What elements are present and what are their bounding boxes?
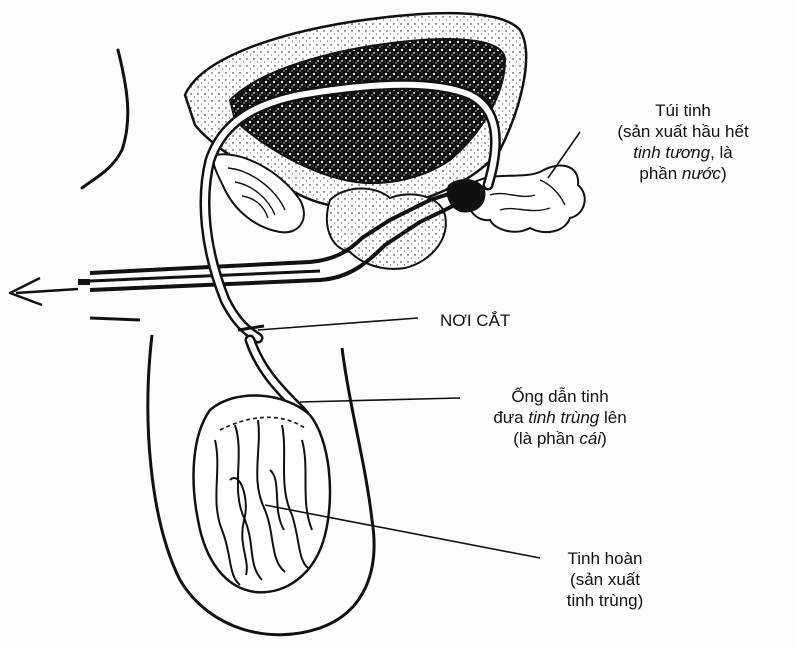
vas-deferens-label: Ống dẫn tinh đưa tinh trùng lên (là phần…: [460, 386, 660, 449]
plasma-term: tinh tương: [633, 143, 710, 162]
water-term: nước: [682, 164, 721, 183]
flow-arrow-shaft: [16, 289, 78, 293]
abdominal-wall-line: [82, 50, 128, 188]
testis-outline: [194, 395, 330, 592]
testis-title: Tinh hoàn: [540, 548, 670, 569]
testis-label: Tinh hoàn (sản xuất tinh trùng): [540, 548, 670, 611]
seminal-vesicle-line3: tinh tương, là: [588, 142, 778, 163]
seminal-vesicle-line2: (sản xuất hầu hết: [588, 121, 778, 142]
seminal-vesicle-line4: phần nước): [588, 163, 778, 184]
sperm-term: tinh trùng: [528, 408, 599, 427]
seminal-vesicle-title: Túi tinh: [588, 100, 778, 121]
vas-deferens-line3: (là phần cái): [460, 428, 660, 449]
vas-deferens-title: Ống dẫn tinh: [460, 386, 660, 407]
leader-vas-deferens: [300, 398, 460, 402]
testis-line2: (sản xuất: [540, 569, 670, 590]
testis-line3: tinh trùng): [540, 590, 670, 611]
cut-site-label: NƠI CẮT: [440, 310, 510, 331]
vas-deferens-line2: đưa tinh trùng lên: [460, 407, 660, 428]
leader-cut-site: [258, 318, 418, 330]
seminal-vesicle-label: Túi tinh (sản xuất hầu hết tinh tương, l…: [588, 100, 778, 184]
solid-term: cái: [579, 429, 601, 448]
